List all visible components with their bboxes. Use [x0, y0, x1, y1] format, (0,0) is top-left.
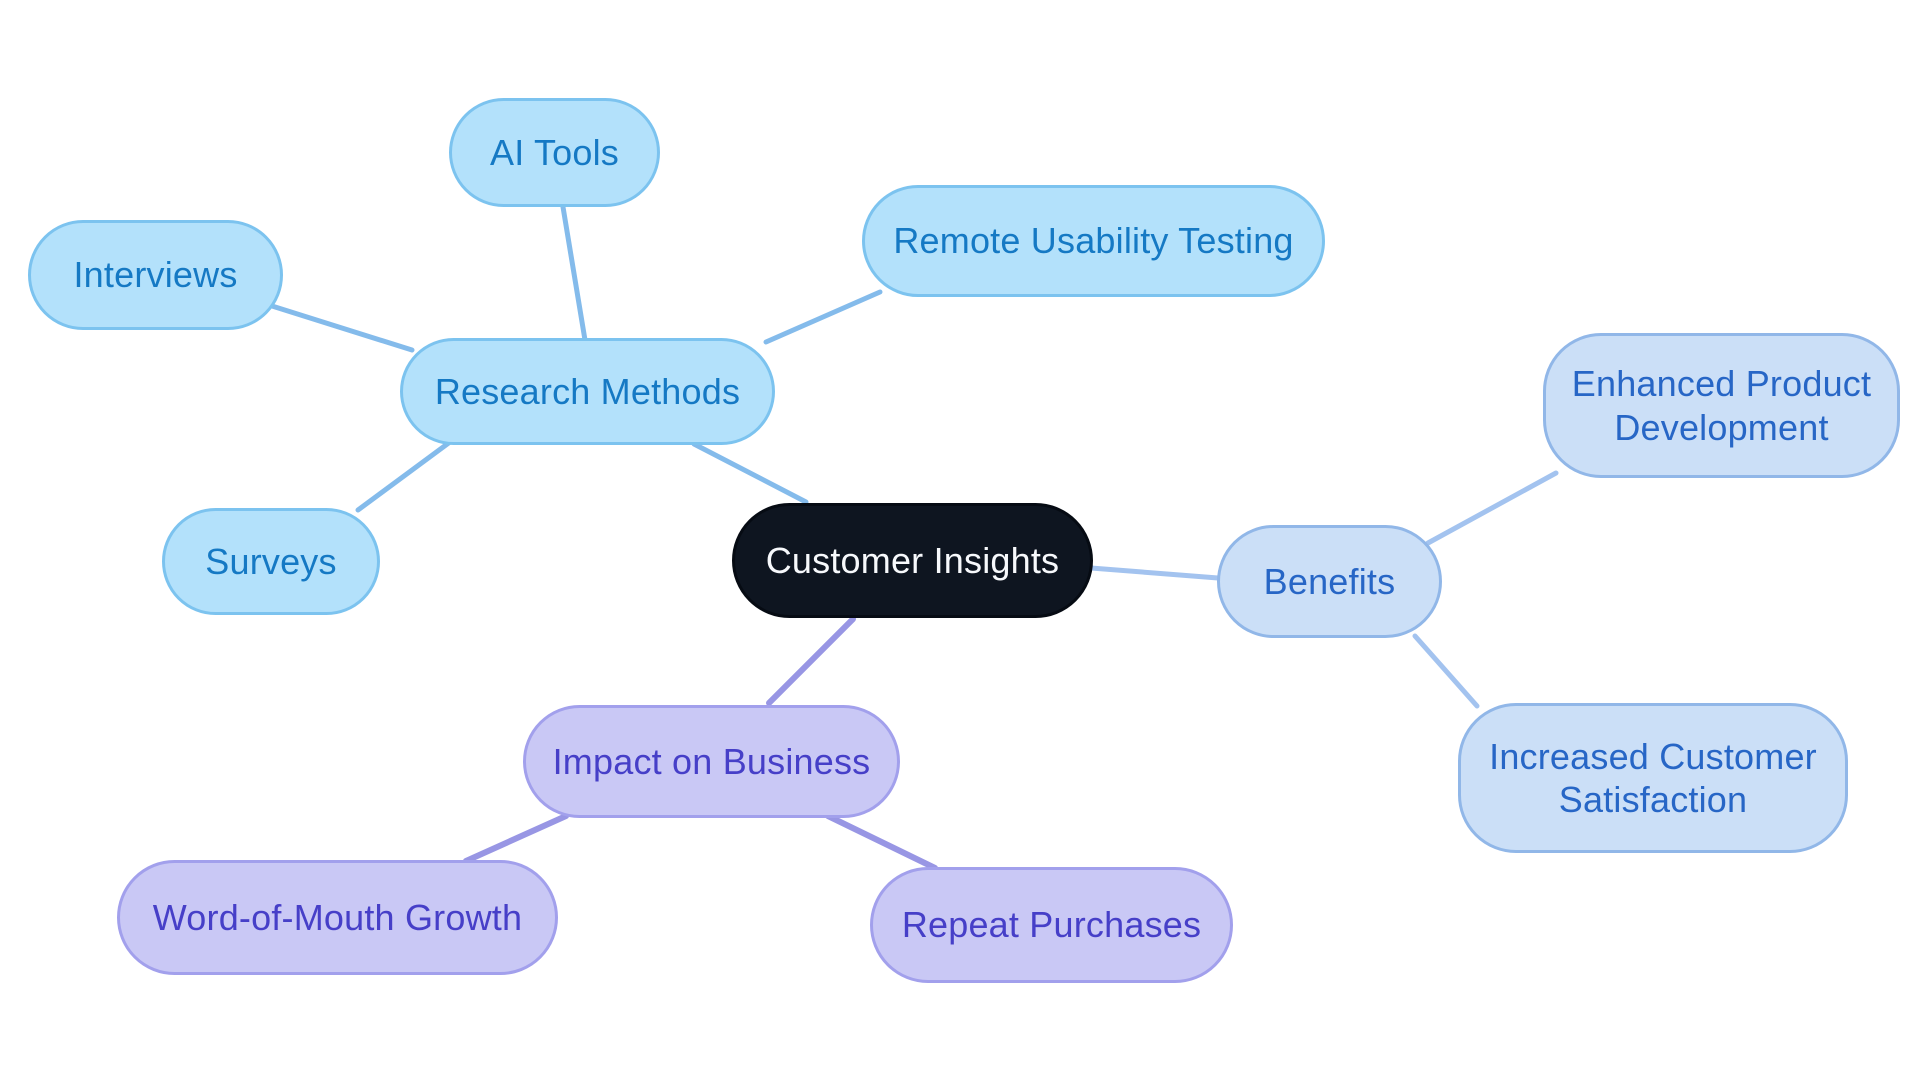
node-label: Customer Insights	[765, 539, 1060, 581]
node-surveys[interactable]: Surveys	[162, 508, 380, 615]
node-label: AI Tools	[489, 131, 619, 173]
edge-research-methods-surveys	[355, 439, 453, 513]
node-enhanced-product-development[interactable]: Enhanced Product Development	[1543, 333, 1900, 478]
node-ai-tools[interactable]: AI Tools	[449, 98, 660, 207]
node-word-of-mouth-growth[interactable]: Word-of-Mouth Growth	[117, 860, 558, 975]
node-label: Surveys	[205, 540, 337, 582]
node-label: Research Methods	[434, 370, 741, 412]
edge-center-research-methods	[691, 441, 809, 505]
edge-impact-repeat-purchases	[825, 813, 938, 871]
node-label: Impact on Business	[552, 740, 871, 782]
edge-impact-word-of-mouth-growth	[463, 813, 569, 864]
node-label: Repeat Purchases	[901, 904, 1202, 946]
node-label: Benefits	[1263, 560, 1396, 602]
node-label: Enhanced Product Development	[1571, 363, 1872, 448]
node-impact-on-business[interactable]: Impact on Business	[523, 705, 900, 818]
edge-center-impact-on-business	[766, 616, 856, 706]
node-research-methods[interactable]: Research Methods	[400, 338, 775, 445]
node-label: Word-of-Mouth Growth	[152, 896, 523, 938]
edge-benefits-enhanced-product-development	[1425, 470, 1559, 546]
node-benefits[interactable]: Benefits	[1217, 525, 1442, 638]
node-customer-insights[interactable]: Customer Insights	[732, 503, 1093, 618]
edge-research-methods-ai-tools	[560, 204, 588, 343]
node-label: Remote Usability Testing	[893, 220, 1294, 262]
edge-research-methods-remote-usability-testing	[763, 289, 883, 345]
edge-benefits-increased-customer-satisfaction	[1412, 633, 1480, 709]
node-remote-usability-testing[interactable]: Remote Usability Testing	[862, 185, 1325, 297]
node-label: Increased Customer Satisfaction	[1489, 735, 1817, 820]
edge-center-benefits	[1088, 565, 1221, 581]
node-label: Interviews	[73, 254, 238, 296]
node-increased-customer-satisfaction[interactable]: Increased Customer Satisfaction	[1458, 703, 1848, 853]
edge-research-methods-interviews	[269, 303, 415, 353]
node-interviews[interactable]: Interviews	[28, 220, 283, 330]
node-repeat-purchases[interactable]: Repeat Purchases	[870, 867, 1233, 983]
